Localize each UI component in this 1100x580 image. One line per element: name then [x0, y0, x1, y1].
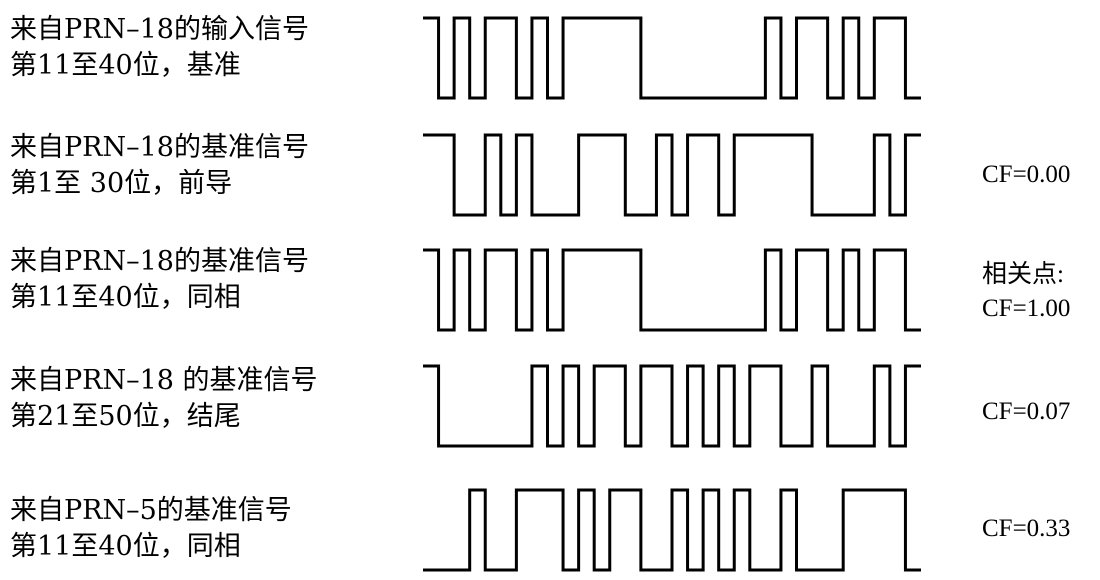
row-2-label: 来自PRN–18的基准信号 第1至 30位，前导 — [10, 130, 309, 202]
row-5-label-line1: 来自PRN–5的基准信号 — [10, 495, 292, 526]
waveform-row-1 — [423, 16, 921, 100]
row-3-cf-line1: 相关点: — [982, 261, 1064, 288]
row-4-label-line1: 来自PRN–18 的基准信号 — [10, 365, 318, 396]
row-3-label-line2: 第11至40位，同相 — [10, 282, 241, 313]
row-5-label: 来自PRN–5的基准信号 第11至40位，同相 — [10, 493, 292, 565]
waveform-row-5 — [423, 488, 921, 572]
row-5-cf-line1: CF=0.33 — [982, 515, 1071, 542]
waveform-row-4 — [423, 364, 921, 448]
row-4-cf-line1: CF=0.07 — [982, 398, 1071, 425]
row-2-label-line2: 第1至 30位，前导 — [10, 168, 233, 199]
row-5-label-line2: 第11至40位，同相 — [10, 531, 241, 562]
row-1-label: 来自PRN–18的输入信号 第11至40位，基准 — [10, 12, 309, 84]
row-2-label-line1: 来自PRN–18的基准信号 — [10, 132, 309, 163]
row-3-label-line1: 来自PRN–18的基准信号 — [10, 246, 309, 277]
waveform-row-2 — [423, 133, 921, 217]
row-4-cf: CF=0.07 — [982, 395, 1070, 429]
row-3-cf: 相关点: CF=1.00 — [982, 258, 1070, 326]
row-2-cf: CF=0.00 — [982, 158, 1070, 192]
row-2-cf-line1: CF=0.00 — [982, 161, 1071, 188]
row-1-label-line1: 来自PRN–18的输入信号 — [10, 14, 309, 45]
row-3-cf-line2: CF=1.00 — [982, 295, 1071, 322]
row-1-label-line2: 第11至40位，基准 — [10, 50, 241, 81]
waveform-row-3 — [423, 248, 921, 332]
row-5-cf: CF=0.33 — [982, 512, 1070, 546]
row-3-label: 来自PRN–18的基准信号 第11至40位，同相 — [10, 244, 309, 316]
row-4-label: 来自PRN–18 的基准信号 第21至50位，结尾 — [10, 363, 318, 435]
row-4-label-line2: 第21至50位，结尾 — [10, 401, 241, 432]
